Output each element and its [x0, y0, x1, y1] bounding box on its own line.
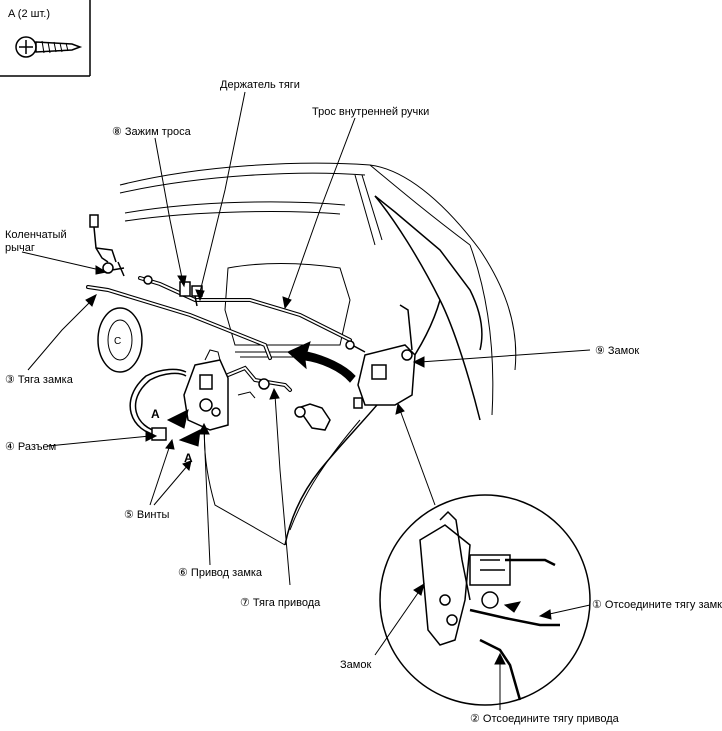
rod-clip-parts [237, 391, 331, 431]
label-rod-holder: Держатель тяги [220, 79, 300, 91]
marker-a-bottom: A [184, 451, 193, 465]
door-lock [345, 304, 416, 409]
lock-rod [86, 285, 272, 360]
actuator-rod [226, 365, 292, 392]
marker-a-left: A [151, 407, 160, 421]
bellcrank [89, 214, 125, 277]
leader-lines [21, 91, 591, 710]
lock-detail-circle [379, 494, 591, 706]
direction-arrow [287, 341, 356, 383]
inner-handle-cable [138, 275, 352, 342]
label-actuator: ⑥ Привод замка [178, 567, 263, 579]
label-actuator-rod: ⑦ Тяга привода [240, 597, 321, 609]
svg-text:C: C [114, 336, 121, 347]
label-inner-handle-cable: Трос внутренней ручки [312, 106, 429, 118]
inset-label: A (2 шт.) [8, 8, 50, 20]
label-bellcrank-1: Коленчатый [5, 229, 67, 241]
speaker: C [97, 307, 143, 373]
lock-actuator [183, 349, 229, 431]
screw-icon [15, 36, 83, 58]
label-connector: ④ Разъем [5, 441, 56, 453]
screw-markers: A A [151, 407, 201, 465]
label-cable-clamp: ⑧ Зажим троса [112, 126, 192, 138]
label-disconnect-actuator-rod: ② Отсоедините тягу привода [470, 713, 620, 725]
label-screws: ⑤ Винты [124, 509, 170, 521]
door-body-outline [119, 162, 517, 546]
label-lock-top: ⑨ Замок [595, 345, 639, 357]
connector-harness [129, 368, 187, 441]
label-bellcrank-2: рычаг [5, 242, 35, 254]
label-lock-rod: ③ Тяга замка [5, 374, 74, 386]
label-disconnect-lock-rod: ① Отсоедините тягу замка [592, 599, 722, 611]
label-lock-detail: Замок [340, 659, 371, 671]
screw-inset: A (2 шт.) [0, 0, 91, 77]
